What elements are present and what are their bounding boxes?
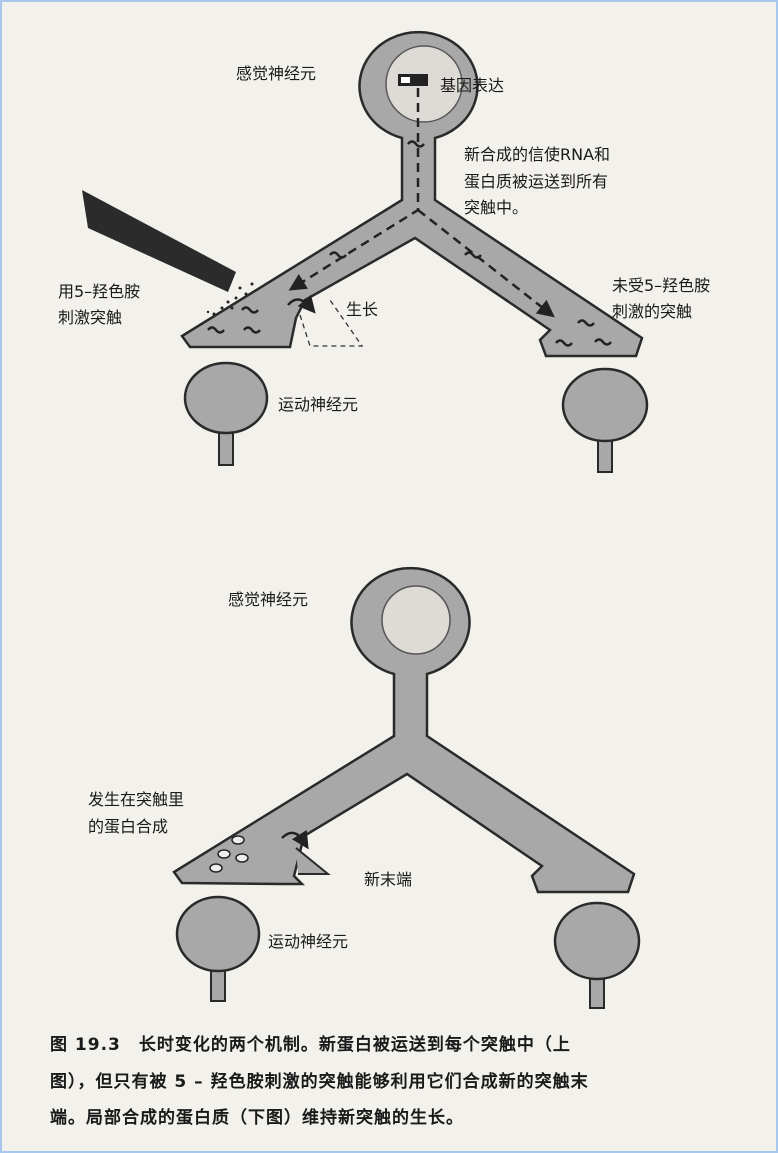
unstimulated-label: 未受5–羟色胺 [612,276,711,295]
figure-caption-line: 图），但只有被 5 – 羟色胺刺激的突触能够利用它们合成新的突触末 [50,1072,589,1092]
sensory-neuron-label: 感觉神经元 [236,64,317,83]
motor-neuron-label: 运动神经元 [268,932,349,951]
mrna-squiggles [207,140,612,347]
new-terminal [295,847,331,875]
serotonin-particles [206,282,254,316]
growth-arrow-icon [281,829,309,850]
motor-neuron-right [561,367,649,473]
unstimulated-label: 刺激的突触 [612,302,693,321]
figure-caption-line: 端。局部合成的蛋白质（下图）维持新突触的生长。 [50,1108,464,1128]
figure-caption-line: 图 19.3 长时变化的两个机制。新蛋白被运送到每个突触中（上 [50,1035,571,1055]
motor-neuron-label: 运动神经元 [278,395,359,414]
new-terminal-outline [299,299,364,347]
stimulated-label: 刺激突触 [58,308,123,327]
gene-expression-label: 基因表达 [440,76,505,95]
motor-neuron-right [553,901,641,1009]
motor-neuron-left [175,895,261,1002]
transport-note-line: 突触中。 [464,198,529,217]
sensory-neuron-label: 感觉神经元 [228,590,309,609]
sensory-neuron-shape [172,566,636,894]
nucleus [381,585,451,655]
transport-note-line: 蛋白质被运送到所有 [464,172,609,191]
pipette-icon [82,190,236,292]
motor-neuron-left [183,361,269,466]
stimulated-label: 用5–羟色胺 [58,282,141,301]
ribosome-icons [209,835,249,873]
local-synthesis-label: 发生在突触里 [88,790,185,809]
new-terminal-label: 新末端 [364,870,413,889]
growth-label: 生长 [346,300,379,319]
local-synthesis-label: 的蛋白合成 [88,817,169,836]
top-diagram [82,30,649,473]
transport-note-line: 新合成的信使RNA和 [464,145,611,164]
bottom-diagram [172,566,641,1009]
growth-arrow-icon [287,294,316,314]
